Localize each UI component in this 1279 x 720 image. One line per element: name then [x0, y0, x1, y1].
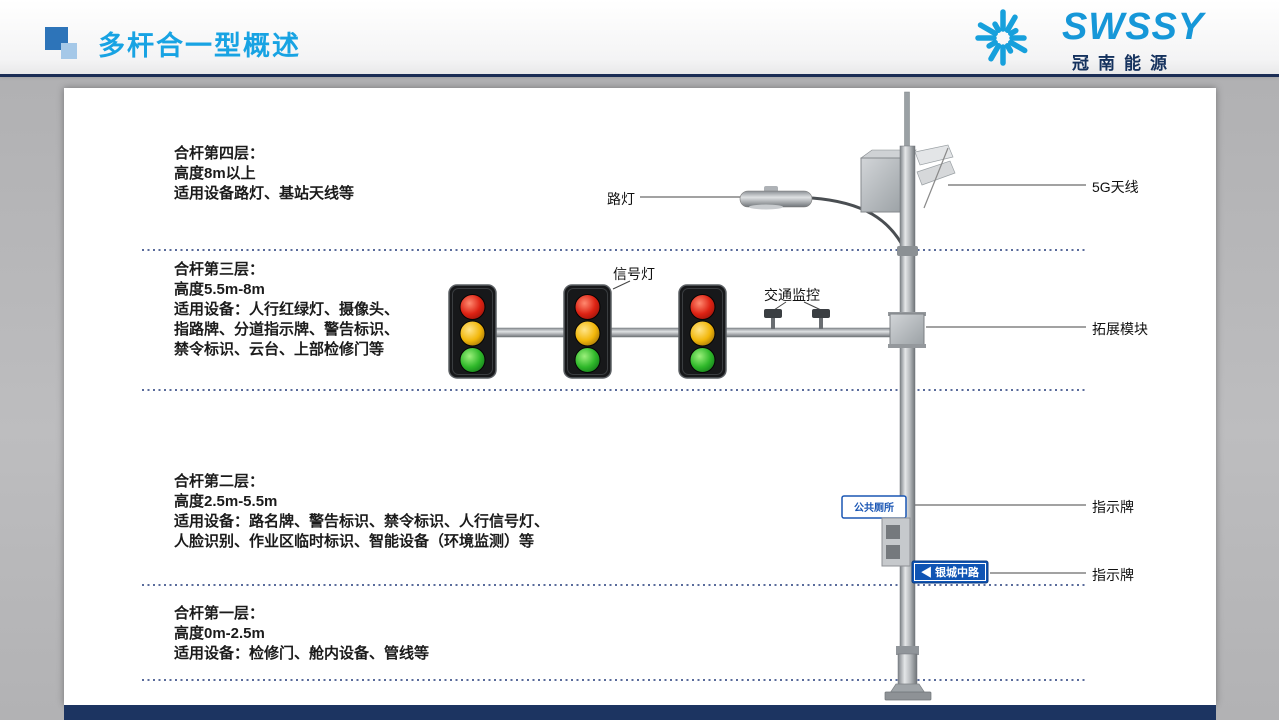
layer-4-line: 适用设备路灯、基站天线等: [174, 185, 355, 202]
antenna-fin-upper: [914, 144, 954, 166]
label-indicator-sign-1: 指示牌: [1092, 499, 1134, 515]
monitor-callout-line-1: [773, 301, 787, 311]
layer-2-line: 适用设备：路名牌、警告标识、禁令标识、人行信号灯、: [174, 513, 550, 530]
pole-equipment-box: [881, 517, 911, 567]
antenna-fin-lower: [916, 160, 956, 186]
layer-3-description: 合杆第三层： 高度5.5m-8m 适用设备：人行红绿灯、摄像头、 指路牌、分道指…: [174, 260, 399, 360]
slide-header: 多杆合一型概述 SWSSY 冠南能源: [0, 0, 1279, 74]
signal-callout-line: [612, 280, 631, 290]
lamp-head: [739, 190, 813, 208]
base-collar: [896, 646, 919, 655]
brand-logotype: SWSSY: [1062, 6, 1205, 48]
yellow-light: [689, 320, 716, 347]
label-5g-antenna: 5G天线: [1092, 179, 1139, 195]
red-light: [689, 294, 716, 320]
layer-4-line: 高度8m以上: [174, 165, 256, 182]
layer-4-title: 合杆第四层：: [174, 145, 265, 162]
traffic-signal-head-2: [563, 284, 612, 379]
label-traffic-monitor: 交通监控: [764, 287, 820, 303]
camera-mount: [771, 318, 775, 329]
layer-2-title: 合杆第二层：: [174, 473, 265, 490]
smart-pole-diagram: 公共厕所 ◀ 银城中路: [142, 91, 1086, 701]
traffic-camera-1: [764, 309, 782, 329]
layer-1-line: 适用设备：检修门、舱内设备、管线等: [174, 645, 430, 662]
title-decoration-square-light: [61, 43, 77, 59]
yellow-light: [459, 320, 486, 347]
traffic-signal-head-3: [678, 284, 727, 379]
page-title: 多杆合一型概述: [98, 31, 301, 61]
green-light: [459, 347, 486, 373]
label-street-lamp: 路灯: [607, 191, 635, 207]
layer-4-description: 合杆第四层： 高度8m以上 适用设备路灯、基站天线等: [174, 144, 354, 204]
content-panel: 公共厕所 ◀ 银城中路 路灯 信号灯: [64, 88, 1216, 705]
label-signal-light: 信号灯: [613, 266, 655, 282]
camera-mount: [819, 318, 823, 329]
brand-starburst-icon: [975, 9, 1028, 66]
red-light: [459, 294, 486, 320]
base-flange: [884, 691, 932, 701]
green-light: [574, 347, 601, 373]
antenna-strut: [923, 147, 949, 209]
label-indicator-sign-2: 指示牌: [1092, 567, 1134, 583]
layer-1-title: 合杆第一层：: [174, 605, 265, 622]
road-sign-plate-1-text: 公共厕所: [854, 501, 894, 514]
layer-2-line: 人脸识别、作业区临时标识、智能设备（环境监测）等: [174, 533, 535, 550]
yellow-light: [574, 320, 601, 347]
green-light: [689, 347, 716, 373]
lamp-lens: [749, 204, 783, 210]
road-sign-plate-2-text: ◀ 银城中路: [921, 565, 980, 579]
header-divider: [0, 74, 1279, 77]
layer-2-description: 合杆第二层： 高度2.5m-5.5m 适用设备：路名牌、警告标识、禁令标识、人行…: [174, 472, 549, 552]
camera-body: [764, 309, 782, 318]
antenna-5g-assembly: [860, 144, 956, 213]
layer-2-line: 高度2.5m-5.5m: [174, 493, 278, 510]
camera-body: [812, 309, 830, 318]
layer-3-line: 适用设备：人行红绿灯、摄像头、: [174, 301, 400, 318]
expansion-module: [888, 312, 926, 348]
callout-lines: [612, 184, 1086, 574]
layer-3-line: 指路牌、分道指示牌、警告标识、: [174, 321, 400, 338]
layer-3-line: 禁令标识、云台、上部检修门等: [174, 341, 385, 358]
label-expansion-module: 拓展模块: [1092, 321, 1148, 337]
brand-chinese-name: 冠南能源: [1072, 54, 1176, 73]
layer-1-line: 高度0m-2.5m: [174, 625, 265, 642]
layer-3-title: 合杆第三层：: [174, 261, 265, 278]
layer-1-description: 合杆第一层： 高度0m-2.5m 适用设备：检修门、舱内设备、管线等: [174, 604, 429, 664]
traffic-camera-2: [812, 309, 830, 329]
layer-separator-dotted-lines: [142, 249, 1086, 681]
road-sign-plate-1: 公共厕所: [841, 495, 907, 519]
monitor-callout-line-2: [803, 301, 822, 311]
pole-base: [884, 646, 932, 701]
slide-footer-bar: [64, 705, 1216, 720]
antenna-box: [860, 157, 906, 213]
road-sign-plate-2: ◀ 银城中路: [911, 560, 989, 584]
layer-3-line: 高度5.5m-8m: [174, 281, 265, 298]
red-light: [574, 294, 601, 320]
main-pole: [899, 145, 916, 695]
pole-collar-lamp: [897, 246, 918, 256]
traffic-signal-head-1: [448, 284, 497, 379]
